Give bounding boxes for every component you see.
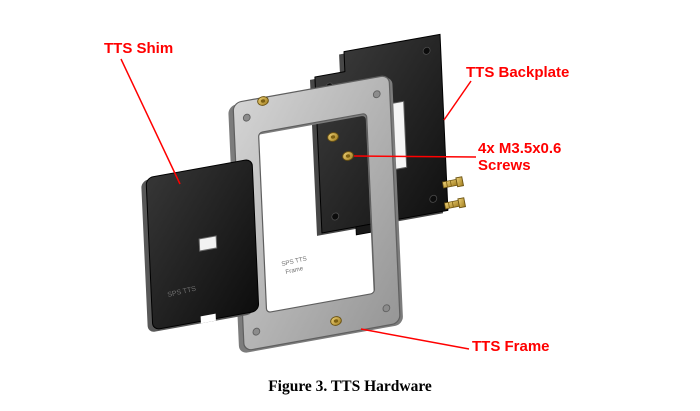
- frame-hole-icon: [372, 90, 381, 99]
- leader-lines: [120, 58, 477, 350]
- screw-icon: [327, 132, 339, 142]
- figure-caption: Figure 3. TTS Hardware: [268, 378, 432, 395]
- callout-screws-line1: 4x M3.5x0.6: [478, 140, 562, 157]
- backplate-hole-icon: [331, 212, 340, 221]
- screw-icon: [342, 151, 354, 161]
- frame-hole-icon: [382, 304, 391, 313]
- jack-screw-icon: [443, 197, 467, 210]
- backplate-hole-icon: [429, 194, 438, 203]
- callout-screws-line2: Screws: [478, 157, 531, 174]
- leader-line-frame: [360, 328, 470, 350]
- leader-line-screws: [353, 155, 477, 158]
- callout-screws: 4x M3.5x0.6 Screws: [478, 140, 561, 174]
- tts-shim-part: [141, 159, 260, 332]
- callout-tts-shim: TTS Shim: [104, 40, 174, 57]
- shim-notch: [200, 313, 216, 324]
- tts-frame-part: [228, 75, 403, 353]
- frame-engraving-line2: Frame: [285, 265, 305, 276]
- callout-tts-frame: TTS Frame: [472, 338, 550, 355]
- shim-aperture: [198, 235, 218, 252]
- frame-hole-icon: [242, 113, 251, 122]
- leader-line-backplate: [443, 80, 472, 121]
- frame-face: [232, 75, 401, 351]
- screw-icon: [257, 96, 269, 106]
- callout-tts-backplate: TTS Backplate: [466, 64, 570, 81]
- frame-hole-icon: [252, 327, 261, 336]
- jack-screw-icon: [441, 176, 465, 189]
- leader-line-shim: [120, 58, 181, 185]
- backplate-hole-icon: [422, 46, 431, 55]
- screw-icon: [330, 316, 342, 326]
